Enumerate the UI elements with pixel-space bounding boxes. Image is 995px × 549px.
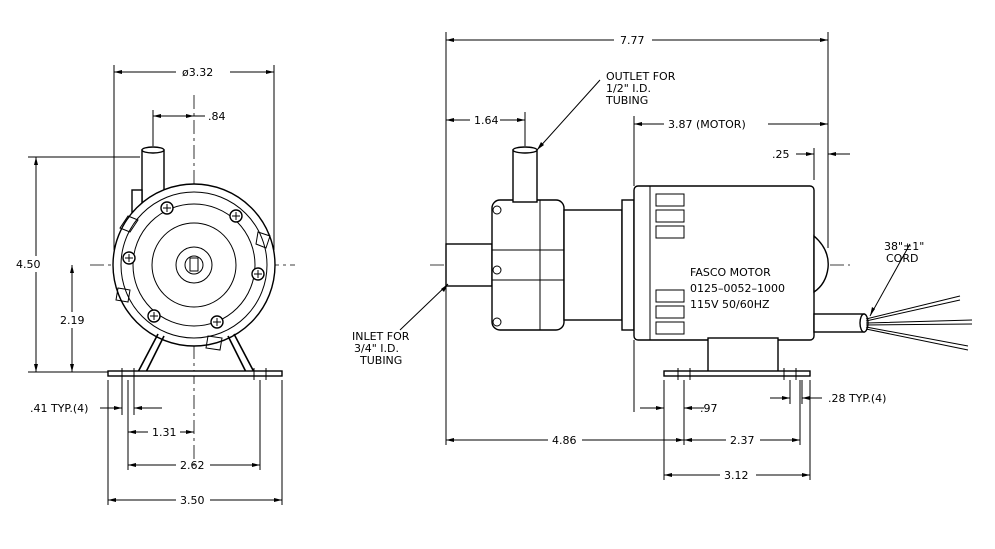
side-view: FASCO MOTOR 0125–0052–1000 115V 50/60HZ … [352, 32, 973, 482]
outlet-label-line-3: TUBING [605, 94, 648, 107]
dim-shaft: .25 [772, 148, 790, 161]
inlet-label-line-3: TUBING [359, 354, 402, 367]
motor-label-line-1: FASCO MOTOR [690, 266, 771, 279]
screw-icon [122, 201, 265, 329]
dim-outlet-offset: .84 [208, 110, 226, 123]
dim-center-height: 2.19 [60, 314, 85, 327]
dim-height: 4.50 [16, 258, 41, 271]
cord-label-line-1: 38"±1" [884, 240, 924, 253]
dim-slot-side: .28 TYP.(4) [828, 392, 886, 405]
dim-foot-width: 3.12 [724, 469, 749, 482]
dim-slot-front: .41 TYP.(4) [30, 402, 88, 415]
dim-overall-length: 7.77 [620, 34, 645, 47]
dim-to-foot: 4.86 [552, 434, 577, 447]
cord-label-line-2: CORD [886, 252, 918, 265]
dim-diameter: ø3.32 [182, 66, 213, 79]
inlet-label-line-2: 3/4" I.D. [354, 342, 399, 355]
inlet-label-line-1: INLET FOR [352, 330, 410, 343]
dim-outlet-position: 1.64 [474, 114, 499, 127]
dim-half-span: 1.31 [152, 426, 177, 439]
dim-motor-length: 3.87 (MOTOR) [668, 118, 746, 131]
dim-foot-holes: 2.37 [730, 434, 755, 447]
motor-label-line-2: 0125–0052–1000 [690, 282, 785, 295]
front-view: ø3.32 .84 4.50 2.19 .41 TYP.(4) 1.31 2.6… [16, 65, 295, 507]
dim-foot-offset: .97 [700, 402, 718, 415]
outlet-label-line-1: OUTLET FOR [606, 70, 676, 83]
outlet-label-line-2: 1/2" I.D. [606, 82, 651, 95]
dim-base-width: 3.50 [180, 494, 205, 507]
dim-hole-span: 2.62 [180, 459, 205, 472]
motor-label-line-3: 115V 50/60HZ [690, 298, 770, 311]
